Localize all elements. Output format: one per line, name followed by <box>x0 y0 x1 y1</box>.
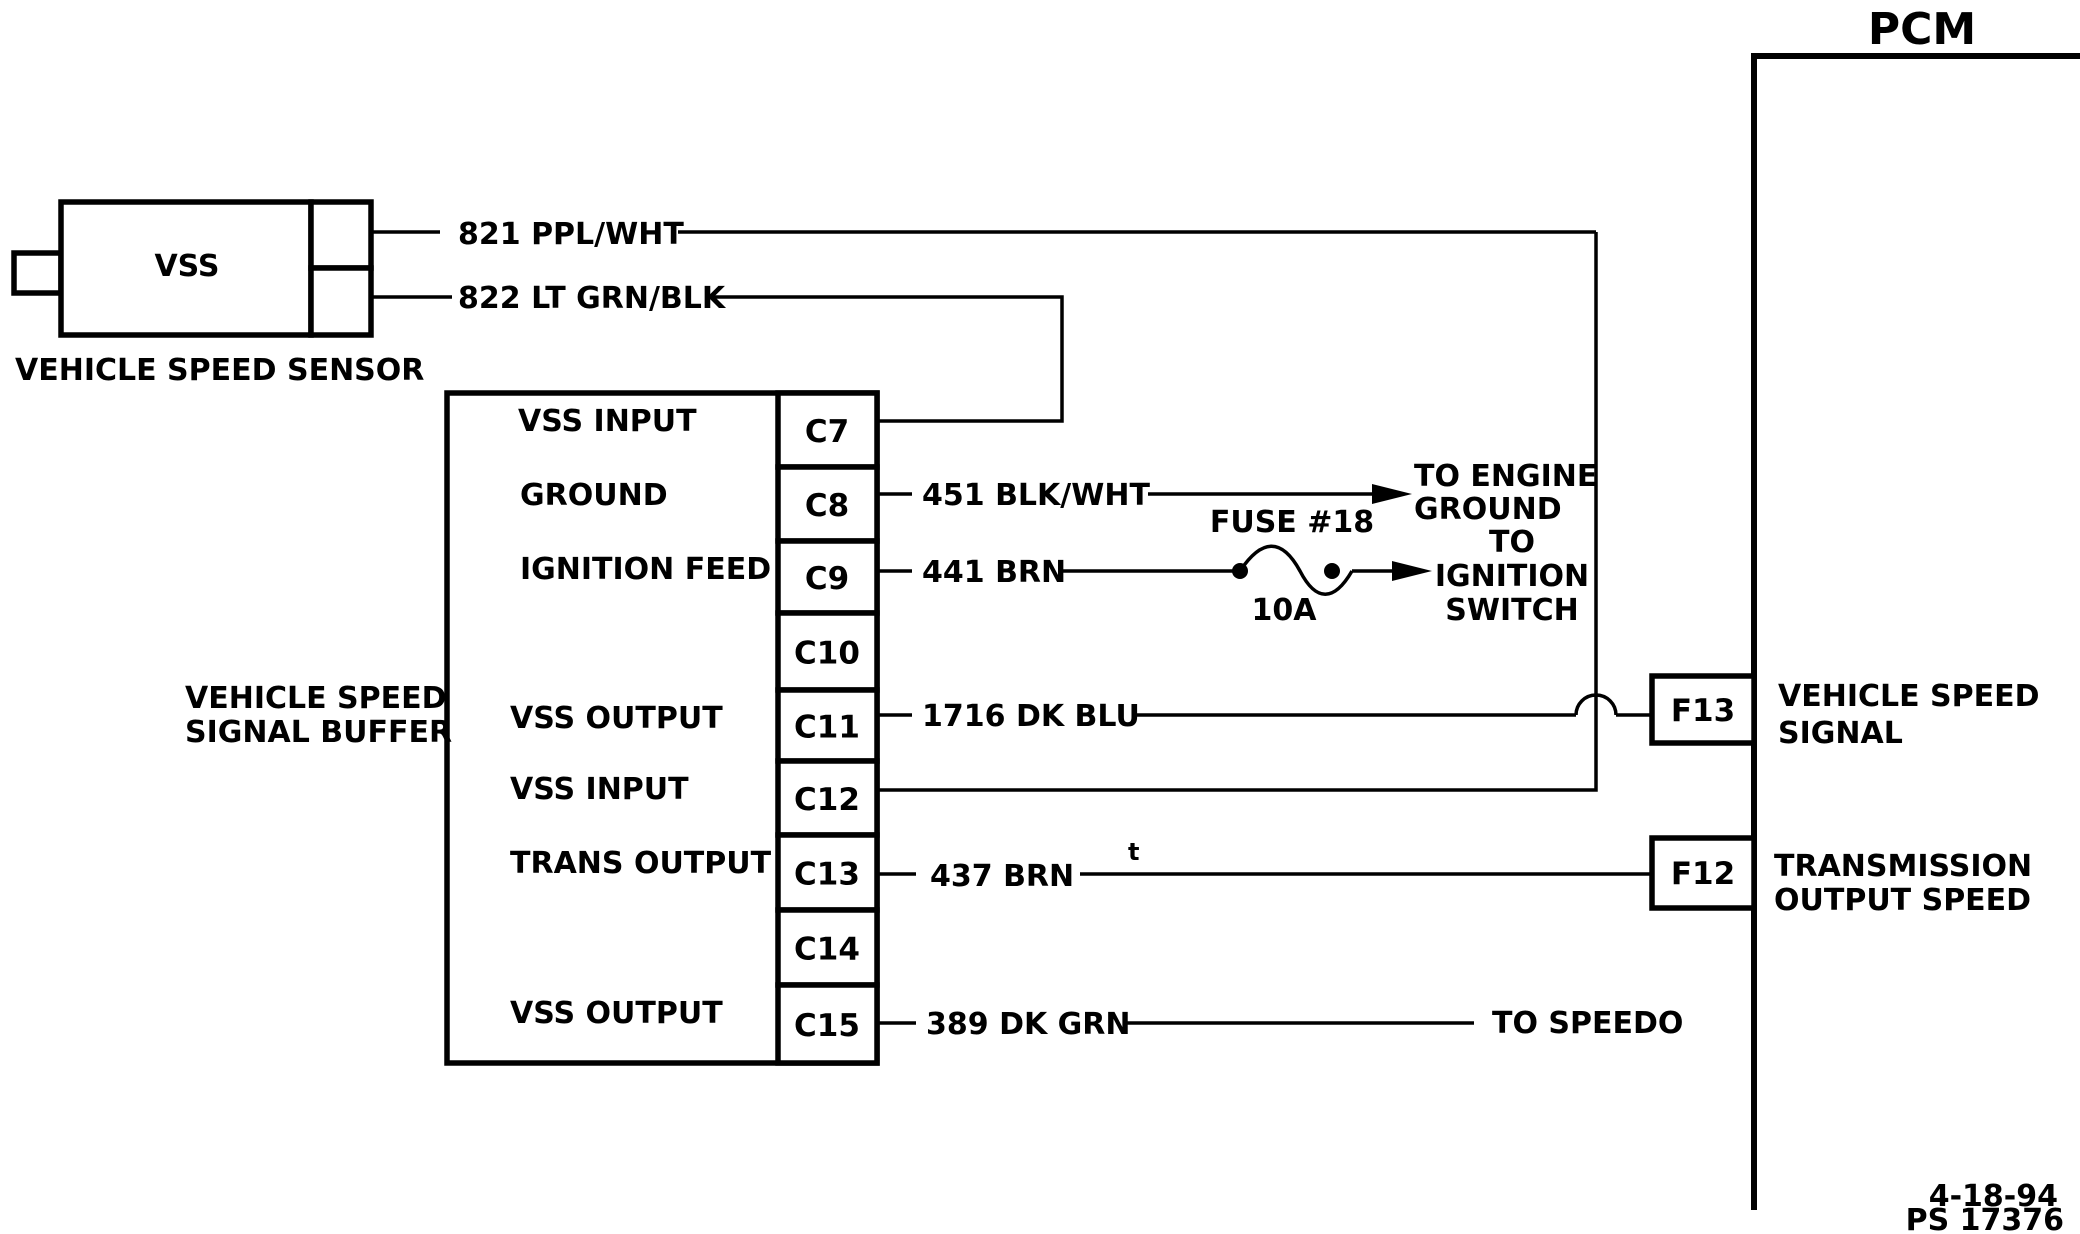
ground-arrowhead <box>1372 484 1412 504</box>
buffer-row-label-c7: VSS INPUT <box>518 404 697 439</box>
speedo-label: TO SPEEDO <box>1492 1006 1683 1041</box>
footer-ref: PS 17376 <box>1906 1203 2064 1234</box>
buffer-pin-label-c14: C14 <box>794 932 860 968</box>
wire-crossover <box>1574 693 1618 716</box>
wire-451: 451 BLK/WHT TO ENGINE GROUND <box>877 459 1597 527</box>
fuse-terminal-right <box>1324 563 1340 579</box>
engine-ground-line1: TO ENGINE <box>1414 459 1597 494</box>
fuse-terminal-left <box>1232 563 1248 579</box>
wire-389-label: 389 DK GRN <box>926 1007 1131 1042</box>
ignition-arrowhead <box>1392 561 1432 581</box>
pcm-module: PCM <box>1751 4 2080 1210</box>
pcm-pin-f13-label: F13 <box>1671 693 1735 729</box>
vss-terminal-b <box>308 265 374 338</box>
pcm-pin-f12-box <box>1649 835 1757 911</box>
pcm-pin-f13: F13 VEHICLE SPEED SIGNAL <box>1649 673 2040 751</box>
pcm-pin-f13-box <box>1649 673 1757 746</box>
pcm-pin-f12-desc-line2: OUTPUT SPEED <box>1774 883 2031 918</box>
buffer-caption-line2: SIGNAL BUFFER <box>185 715 452 750</box>
pcm-outline <box>1751 53 2080 1210</box>
pcm-title: PCM <box>1868 4 1976 55</box>
buffer-row-label-c15: VSS OUTPUT <box>510 996 723 1031</box>
wire-441: 441 BRN FUSE #18 10A TO IGNITION SWITCH <box>877 505 1589 628</box>
buffer-row-label-c12: VSS INPUT <box>510 772 689 807</box>
stray-mark: t <box>1128 838 1139 866</box>
wire-437-label: 437 BRN <box>930 859 1074 894</box>
buffer-pin-label-c11: C11 <box>794 710 860 746</box>
wire-451-label: 451 BLK/WHT <box>922 478 1150 513</box>
wire-821: 821 PPL/WHT <box>371 217 1598 792</box>
buffer-pin-box-c11 <box>775 687 880 764</box>
buffer-pin-box-c14 <box>775 907 880 988</box>
buffer-pin-label-c9: C9 <box>805 561 849 597</box>
vss-shaft <box>11 250 64 296</box>
vss-terminal-a <box>308 199 374 271</box>
pcm-pin-f12-label: F12 <box>1671 856 1735 892</box>
wire-389: 389 DK GRN TO SPEEDO <box>877 1006 1683 1042</box>
buffer-row-label-c9: IGNITION FEED <box>520 552 771 587</box>
buffer-pin-label-c15: C15 <box>794 1008 860 1044</box>
buffer-pin-box-c10 <box>775 610 880 693</box>
buffer-pin-label-c8: C8 <box>805 488 849 524</box>
wire-822-label: 822 LT GRN/BLK <box>458 281 727 316</box>
buffer-caption-line1: VEHICLE SPEED <box>185 681 447 716</box>
vehicle-speed-sensor: VSS VEHICLE SPEED SENSOR <box>11 199 424 388</box>
buffer-pin-label-c13: C13 <box>794 857 860 893</box>
wire-1716: 1716 DK BLU <box>877 693 1652 734</box>
footer-date: 4-18-94 <box>1929 1179 2058 1214</box>
vss-caption: VEHICLE SPEED SENSOR <box>15 353 424 388</box>
buffer-row-label-c8: GROUND <box>520 478 668 513</box>
wire-821-label: 821 PPL/WHT <box>458 217 684 252</box>
wire-822: 822 LT GRN/BLK <box>371 281 1064 423</box>
ignition-line3: SWITCH <box>1445 593 1578 628</box>
buffer-pin-box-c12 <box>775 758 880 838</box>
vss-body <box>58 199 314 338</box>
pcm-pin-f12: F12 TRANSMISSION OUTPUT SPEED <box>1649 835 2032 918</box>
wire-441-label: 441 BRN <box>922 555 1066 590</box>
buffer-pin-label-c12: C12 <box>794 782 860 818</box>
fuse-symbol <box>1238 544 1354 596</box>
buffer-pin-label-c7: C7 <box>805 414 849 450</box>
fuse-name: FUSE #18 <box>1210 505 1374 540</box>
engine-ground-line2: GROUND <box>1414 492 1562 527</box>
pcm-pin-f13-desc-line2: SIGNAL <box>1778 716 1903 751</box>
ignition-line1: TO <box>1489 525 1535 560</box>
vss-box-label: VSS <box>154 249 219 284</box>
ignition-line2: IGNITION <box>1435 559 1589 594</box>
buffer-pin-label-c10: C10 <box>794 636 860 672</box>
wire-1716-label: 1716 DK BLU <box>922 699 1140 734</box>
buffer-row-label-c13: TRANS OUTPUT <box>510 846 772 881</box>
wire-437: 437 BRN t <box>877 838 1652 894</box>
pcm-pin-f13-desc-line1: VEHICLE SPEED <box>1778 679 2040 714</box>
pcm-pin-f12-desc-line1: TRANSMISSION <box>1774 849 2032 884</box>
fuse-rating: 10A <box>1252 593 1318 628</box>
buffer-row-label-c11: VSS OUTPUT <box>510 701 723 736</box>
